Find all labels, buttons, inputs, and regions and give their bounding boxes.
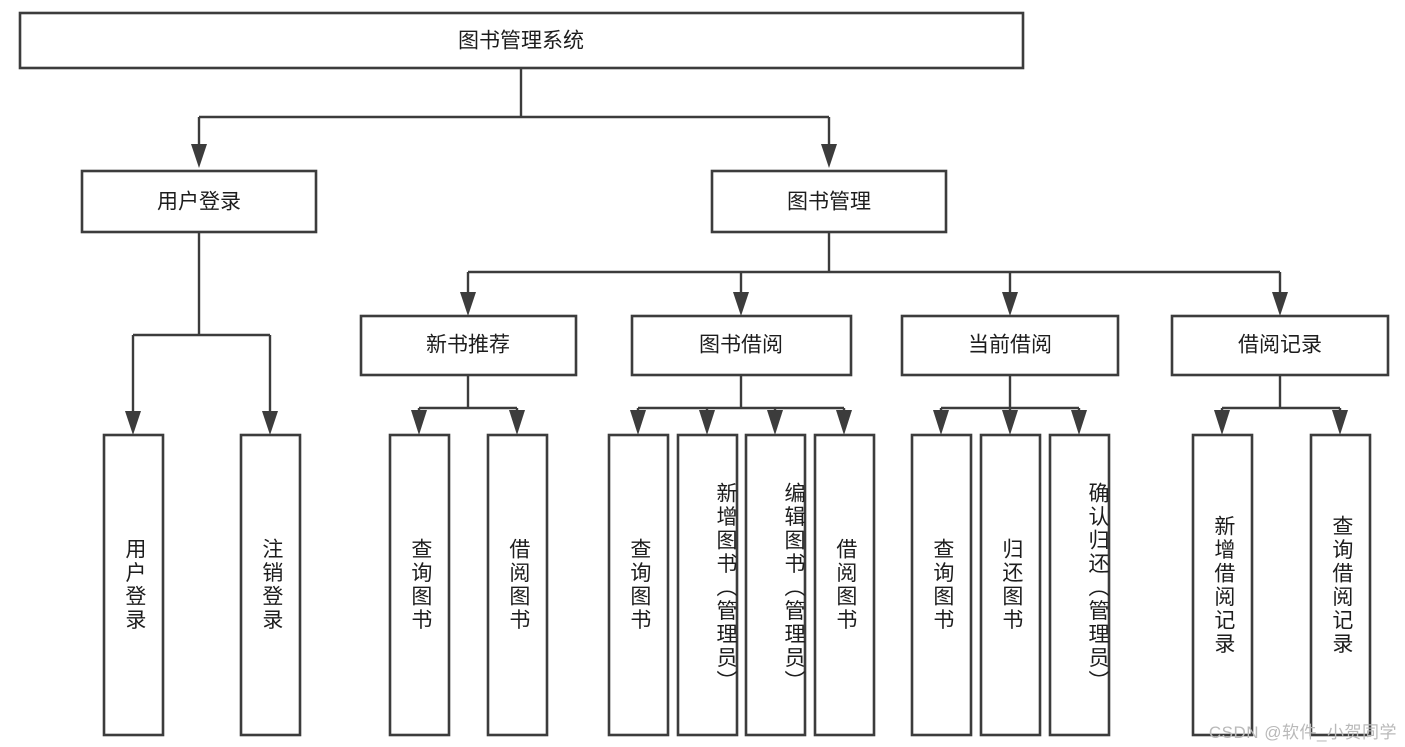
arrow-head-borrowrecord-2 bbox=[1332, 410, 1348, 435]
connector-borrowrecord-to-leaves bbox=[1214, 375, 1348, 435]
arrow-head-bookborrow-3 bbox=[767, 410, 783, 435]
arrow-head-root-1 bbox=[191, 144, 207, 168]
connector-currentborrow-to-leaves bbox=[933, 375, 1087, 435]
leaf-new-book-0[interactable] bbox=[388, 433, 451, 737]
node-current-borrow-label: 当前借阅 bbox=[968, 334, 1052, 357]
connector-newbook-to-leaves bbox=[411, 375, 525, 435]
connector-bookmgmt-to-level3 bbox=[460, 232, 1288, 316]
leaf-book-borrow-1[interactable] bbox=[676, 433, 739, 737]
node-book-management[interactable] bbox=[710, 169, 948, 234]
arrow-head-borrowrecord-1 bbox=[1214, 410, 1230, 435]
node-book-borrow[interactable] bbox=[630, 314, 853, 377]
node-root-label: 图书管理系统 bbox=[458, 30, 584, 53]
arrow-head-userlogin-1 bbox=[125, 411, 141, 435]
node-current-borrow[interactable] bbox=[900, 314, 1120, 377]
leaf-book-borrow-0[interactable] bbox=[607, 433, 670, 737]
arrow-head-currentborrow-2 bbox=[1002, 410, 1018, 435]
node-borrow-record-label: 借阅记录 bbox=[1238, 334, 1322, 357]
leaf-current-borrow-2[interactable] bbox=[1048, 433, 1111, 737]
leaf-borrow-record-1[interactable] bbox=[1309, 433, 1372, 737]
arrow-head-newbook-1 bbox=[411, 410, 427, 435]
node-borrow-record[interactable] bbox=[1170, 314, 1390, 377]
connector-userlogin-to-leaves bbox=[125, 232, 278, 435]
node-new-book-recommend-label: 新书推荐 bbox=[426, 334, 510, 357]
arrow-head-root-2 bbox=[821, 144, 837, 168]
node-root[interactable] bbox=[18, 11, 1025, 70]
node-new-book-recommend[interactable] bbox=[359, 314, 578, 377]
leaf-borrow-record-0[interactable] bbox=[1191, 433, 1254, 737]
leaf-book-borrow-2[interactable] bbox=[744, 433, 807, 737]
arrow-head-newbook-2 bbox=[509, 410, 525, 435]
arrow-head-bookmgmt-2 bbox=[733, 292, 749, 316]
connector-root-to-level2 bbox=[191, 68, 837, 168]
node-book-management-label: 图书管理 bbox=[787, 191, 871, 214]
leaf-book-borrow-3[interactable] bbox=[813, 433, 876, 737]
leaf-current-borrow-0[interactable] bbox=[910, 433, 973, 737]
node-book-borrow-label: 图书借阅 bbox=[699, 334, 783, 357]
arrow-head-bookborrow-4 bbox=[836, 410, 852, 435]
leaf-user-login-0[interactable] bbox=[102, 433, 165, 737]
arrow-head-bookborrow-2 bbox=[699, 410, 715, 435]
csdn-watermark: CSDN @软件_小贺同学 bbox=[1208, 723, 1397, 742]
arrow-head-bookmgmt-4 bbox=[1272, 292, 1288, 316]
node-user-login[interactable] bbox=[80, 169, 318, 234]
arrow-head-bookborrow-1 bbox=[630, 410, 646, 435]
arrow-head-userlogin-2 bbox=[262, 411, 278, 435]
connector-bookborrow-to-leaves bbox=[630, 375, 852, 435]
leaf-current-borrow-1[interactable] bbox=[979, 433, 1042, 737]
leaf-user-login-1[interactable] bbox=[239, 433, 302, 737]
arrow-head-currentborrow-3 bbox=[1071, 410, 1087, 435]
node-user-login-label: 用户登录 bbox=[157, 191, 241, 214]
arrow-head-bookmgmt-3 bbox=[1002, 292, 1018, 316]
arrow-head-bookmgmt-1 bbox=[460, 292, 476, 316]
leaf-new-book-1[interactable] bbox=[486, 433, 549, 737]
arrow-head-currentborrow-1 bbox=[933, 410, 949, 435]
